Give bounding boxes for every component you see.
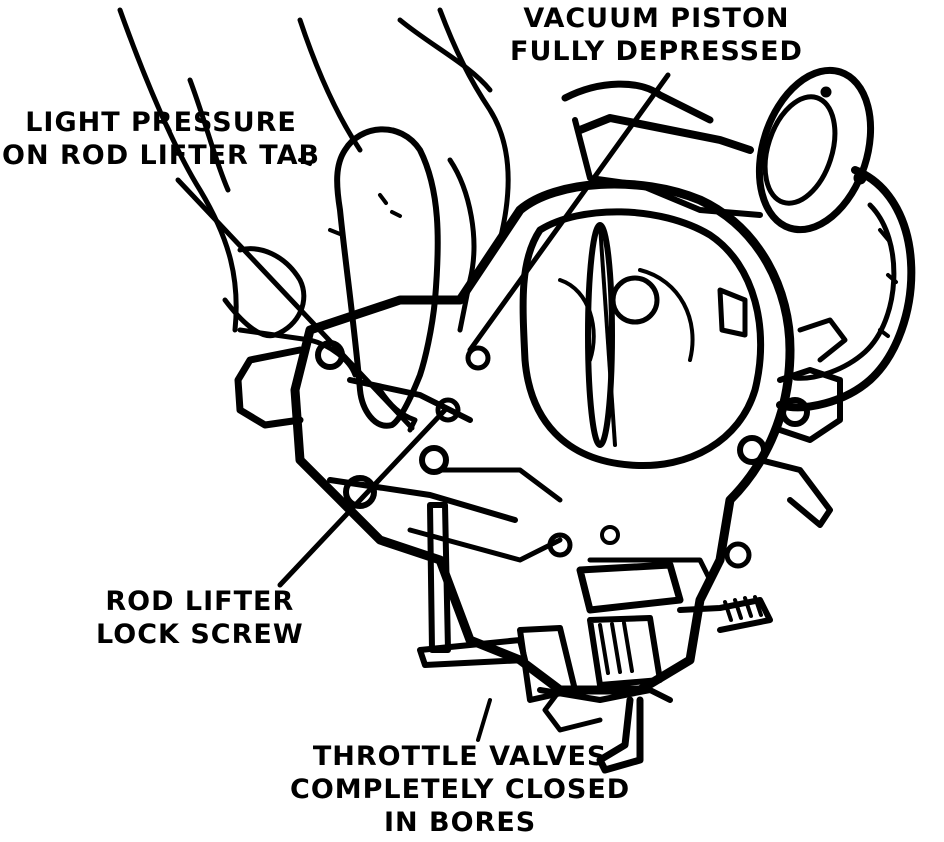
- leader-light-pressure: [175, 177, 415, 431]
- callout-throttle-valves-line3: IN BORES: [383, 807, 537, 838]
- screws: [315, 340, 810, 569]
- callout-light-pressure: LIGHT PRESSURE ON ROD LIFTER TAB: [2, 106, 320, 172]
- callout-rod-lifter-line2: LOCK SCREW: [96, 619, 304, 650]
- callout-light-pressure-line1: LIGHT PRESSURE: [25, 107, 297, 138]
- leader-lines: [175, 72, 671, 742]
- leader-throttle-valves: [476, 698, 492, 742]
- callout-vacuum-piston-line1: VACUUM PISTON: [523, 3, 790, 34]
- callout-rod-lifter-line1: ROD LIFTER: [105, 586, 295, 617]
- hand-illustration: [117, 7, 511, 433]
- callout-vacuum-piston-line2: FULLY DEPRESSED: [510, 36, 803, 67]
- leader-vacuum-piston: [467, 72, 671, 353]
- callout-throttle-valves-line2: COMPLETELY CLOSED: [290, 774, 631, 805]
- leader-rod-lifter: [277, 407, 448, 588]
- callout-throttle-valves-line1: THROTTLE VALVES: [312, 741, 608, 772]
- callout-rod-lifter: ROD LIFTER LOCK SCREW: [96, 585, 304, 651]
- callout-light-pressure-line2: ON ROD LIFTER TAB: [2, 140, 321, 171]
- callout-throttle-valves: THROTTLE VALVES COMPLETELY CLOSED IN BOR…: [290, 740, 630, 839]
- throttle-linkage: [417, 502, 773, 774]
- choke-plate: [558, 222, 748, 448]
- callout-vacuum-piston: VACUUM PISTON FULLY DEPRESSED: [510, 2, 803, 68]
